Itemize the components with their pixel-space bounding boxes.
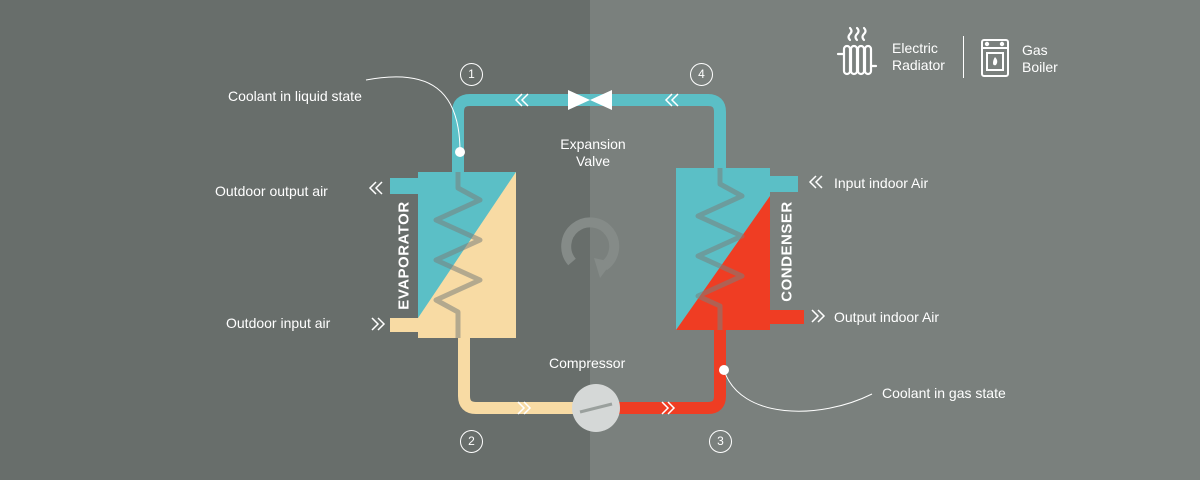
compressor-icon — [572, 384, 620, 432]
double-chevron-icon — [368, 93, 826, 415]
callout-liquid — [365, 76, 461, 153]
outdoor-input-air-label: Outdoor input air — [226, 315, 331, 331]
step-1: 1 — [460, 63, 483, 86]
outdoor-output-air-label: Outdoor output air — [215, 183, 328, 199]
condenser-unit — [676, 168, 804, 330]
legend-divider — [963, 36, 964, 78]
output-indoor-air-label: Output indoor Air — [834, 309, 940, 325]
legend-gas-line1: Gas — [1022, 42, 1048, 58]
warm-pipe — [458, 338, 580, 414]
callout-gas — [723, 369, 873, 412]
legend-radiator-line2: Radiator — [892, 57, 945, 73]
step-2: 2 — [460, 430, 483, 453]
callout-liquid-dot — [455, 147, 465, 157]
coolant-liquid-label: Coolant in liquid state — [228, 88, 362, 104]
expansion-valve-line1: Expansion — [560, 136, 626, 152]
callout-gas-dot — [719, 365, 729, 375]
step-4: 4 — [690, 63, 713, 86]
cycle-icon — [561, 217, 620, 278]
legend-gas-boiler: Gas Boiler — [1022, 42, 1058, 76]
legend-electric-line1: Electric — [892, 40, 938, 56]
evaporator-label: EVAPORATOR — [395, 201, 413, 310]
condenser-label: CONDENSER — [778, 201, 796, 302]
step-3: 3 — [709, 430, 732, 453]
expansion-valve-icon — [568, 90, 612, 110]
evaporator-unit — [390, 172, 516, 338]
compressor-label: Compressor — [549, 355, 626, 371]
expansion-valve-label: Expansion Valve — [540, 136, 646, 170]
coolant-gas-label: Coolant in gas state — [882, 385, 1006, 401]
radiator-icon — [836, 26, 878, 76]
legend-boiler-line2: Boiler — [1022, 59, 1058, 75]
hot-pipe — [612, 330, 726, 414]
boiler-icon — [981, 39, 1009, 77]
legend-electric-radiator: Electric Radiator — [892, 40, 945, 74]
input-indoor-air-label: Input indoor Air — [834, 175, 929, 191]
expansion-valve-line2: Valve — [576, 153, 610, 169]
